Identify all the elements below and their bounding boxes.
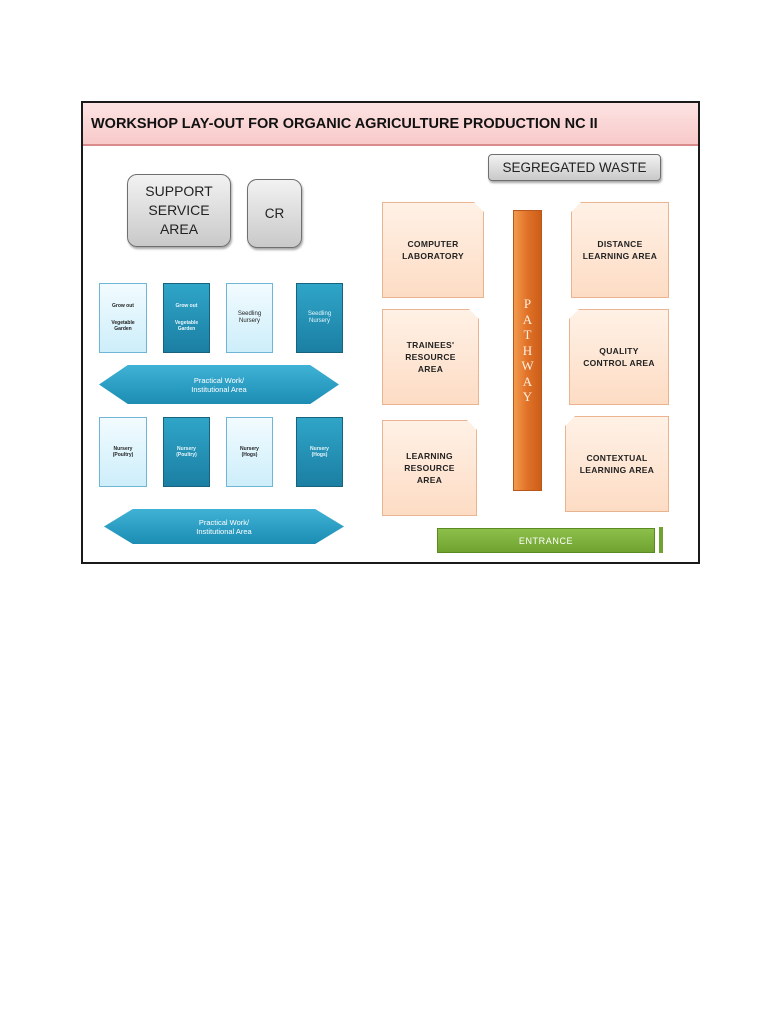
pathway-letter: P [523, 296, 532, 312]
card-subtitle: Vegetable Garden [111, 319, 135, 333]
cr-box: CR [247, 179, 302, 248]
support-service-area-box: SUPPORT SERVICE AREA [127, 174, 231, 247]
nursery-poultry-card-2: Nursery (Poultry) [163, 417, 210, 487]
card-title: Seedling Nursery [307, 310, 332, 325]
banner-label: Practical Work/ Institutional Area [196, 517, 252, 536]
support-service-area-label: SUPPORT SERVICE AREA [145, 183, 213, 237]
entrance-edge [659, 527, 663, 553]
nursery-hogs-card-2: Nursery (Hogs) [296, 417, 343, 487]
segregated-waste-box: SEGREGATED WASTE [488, 154, 661, 181]
pathway-letter: A [522, 373, 533, 389]
grow-out-card-2: Grow out Vegetable Garden [163, 283, 210, 353]
learning-resource-area-box: LEARNING RESOURCE AREA [382, 420, 477, 516]
card-title: Nursery (Poultry) [176, 445, 197, 459]
page-title: WORKSHOP LAY-OUT FOR ORGANIC AGRICULTURE… [91, 115, 598, 132]
room-label: CONTEXTUAL LEARNING AREA [579, 453, 655, 475]
title-bar: WORKSHOP LAY-OUT FOR ORGANIC AGRICULTURE… [83, 103, 698, 146]
practical-work-banner-1: Practical Work/ Institutional Area [99, 365, 339, 404]
pathway-letter: H [522, 342, 533, 358]
contextual-learning-area-box: CONTEXTUAL LEARNING AREA [565, 416, 669, 512]
pathway-letter: A [522, 311, 533, 327]
layout-frame: WORKSHOP LAY-OUT FOR ORGANIC AGRICULTURE… [81, 101, 700, 564]
cr-label: CR [264, 206, 285, 221]
computer-laboratory-box: COMPUTER LABORATORY [382, 202, 484, 298]
room-label: QUALITY CONTROL AREA [583, 346, 655, 368]
card-title: Grow out [112, 303, 134, 310]
pathway-letter: Y [522, 389, 533, 405]
room-label: DISTANCE LEARNING AREA [582, 239, 658, 261]
pathway-letter: W [521, 358, 534, 374]
seedling-nursery-card-1: Seedling Nursery [226, 283, 273, 353]
card-title: Nursery (Poultry) [112, 445, 134, 459]
trainees-resource-area-box: TRAINEES' RESOURCE AREA [382, 309, 479, 405]
practical-work-banner-2: Practical Work/ Institutional Area [104, 509, 344, 544]
room-label: TRAINEES' RESOURCE AREA [405, 340, 456, 374]
card-title: Seedling Nursery [237, 310, 262, 325]
seedling-nursery-card-2: Seedling Nursery [296, 283, 343, 353]
entrance-bar: ENTRANCE [437, 528, 655, 553]
segregated-waste-label: SEGREGATED WASTE [502, 160, 647, 175]
room-label: LEARNING RESOURCE AREA [404, 451, 455, 485]
card-subtitle: Vegetable Garden [174, 319, 199, 333]
quality-control-area-box: QUALITY CONTROL AREA [569, 309, 669, 405]
card-title: Nursery (Hogs) [240, 445, 259, 459]
entrance-label: ENTRANCE [518, 535, 574, 546]
nursery-hogs-card-1: Nursery (Hogs) [226, 417, 273, 487]
pathway-strip: P A T H W A Y [513, 210, 542, 491]
pathway-letter: T [523, 327, 532, 343]
room-label: COMPUTER LABORATORY [402, 239, 464, 261]
card-title: Grow out [175, 303, 198, 310]
nursery-poultry-card-1: Nursery (Poultry) [99, 417, 147, 487]
grow-out-card-1: Grow out Vegetable Garden [99, 283, 147, 353]
distance-learning-area-box: DISTANCE LEARNING AREA [571, 202, 669, 298]
card-title: Nursery (Hogs) [310, 445, 329, 459]
banner-label: Practical Work/ Institutional Area [191, 375, 247, 394]
